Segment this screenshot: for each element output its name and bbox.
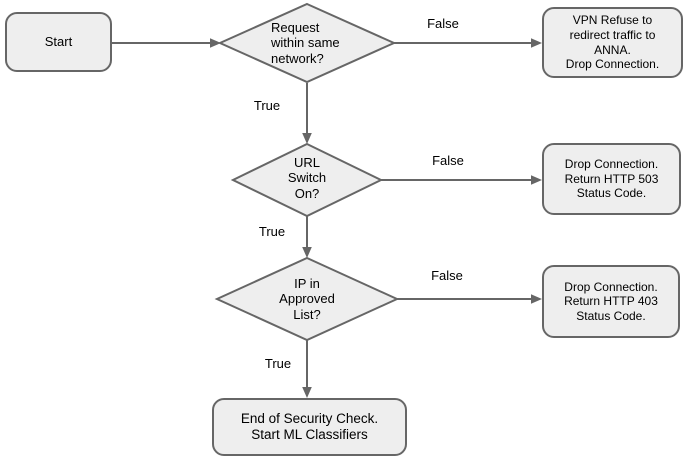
end-security-label: End of Security Check. Start ML Classifi…	[240, 410, 379, 442]
arrowhead-network-to-url	[302, 133, 312, 144]
decision-ip-list-label: IP in Approved List?	[279, 276, 335, 322]
decision-ip-list-diamond	[214, 256, 400, 342]
arrowhead-network-to-vpn	[531, 38, 542, 48]
decision-url-switch-diamond	[230, 142, 384, 218]
arrowhead-start-to-network	[210, 38, 221, 48]
edge-label-url-false: False	[432, 153, 464, 168]
arrowhead-ip-to-403	[531, 294, 542, 304]
arrowhead-ip-to-end	[302, 387, 312, 398]
decision-network-diamond	[217, 2, 397, 84]
arrowhead-url-to-ip	[302, 247, 312, 258]
start-node: Start	[5, 12, 112, 72]
http-503-label: Drop Connection. Return HTTP 503 Status …	[564, 157, 659, 201]
http-403-label: Drop Connection. Return HTTP 403 Status …	[564, 279, 658, 323]
edge-label-url-true: True	[258, 224, 286, 239]
arrowhead-url-to-503	[531, 175, 542, 185]
http-403-node: Drop Connection. Return HTTP 403 Status …	[542, 265, 680, 338]
vpn-refuse-label: VPN Refuse to redirect traffic to ANNA. …	[565, 13, 660, 72]
edge-label-network-false: False	[427, 16, 459, 31]
edge-label-network-true: True	[253, 98, 281, 113]
decision-network-label: Request within same network?	[271, 20, 340, 66]
start-label: Start	[44, 34, 73, 50]
end-security-node: End of Security Check. Start ML Classifi…	[212, 398, 407, 456]
vpn-refuse-node: VPN Refuse to redirect traffic to ANNA. …	[542, 7, 683, 78]
http-503-node: Drop Connection. Return HTTP 503 Status …	[542, 143, 681, 215]
decision-url-switch-label: URL Switch On?	[287, 155, 327, 201]
edge-label-ip-true: True	[264, 356, 292, 371]
edge-label-ip-false: False	[431, 268, 463, 283]
